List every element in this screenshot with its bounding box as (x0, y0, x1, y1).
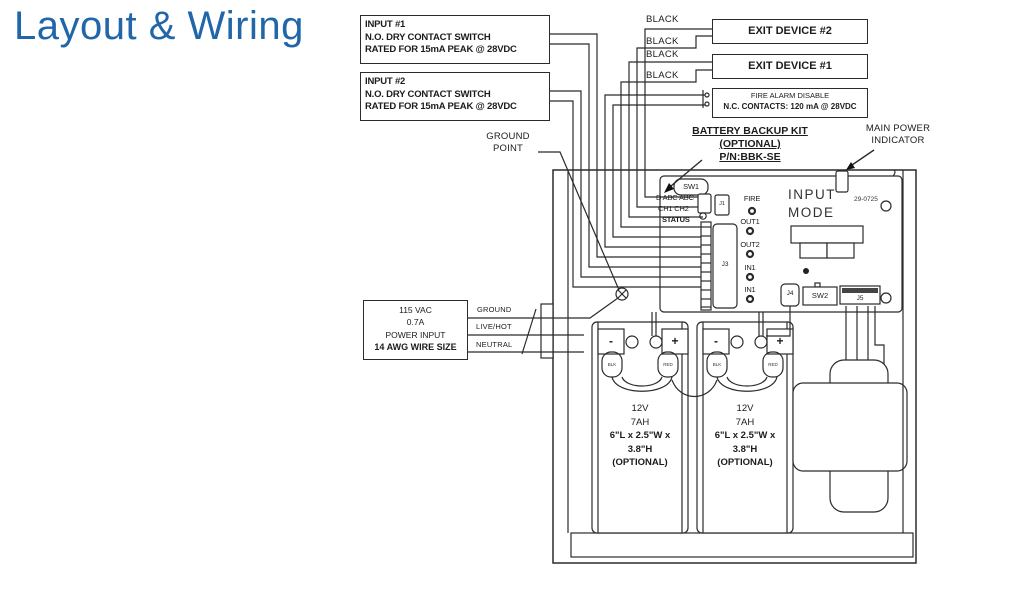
pwr-line3: POWER INPUT (385, 329, 446, 340)
battery2-capacity: 7AH (735, 416, 755, 428)
battery1-capacity: 7AH (630, 416, 650, 428)
wire-label-neutral: NEUTRAL (476, 340, 513, 349)
battery1-optional: (OPTIONAL) (612, 457, 668, 468)
board-j1-label: J1 (719, 201, 725, 207)
nc-contact-symbol (702, 90, 710, 108)
gpt-line2: POINT (492, 143, 524, 155)
battery2-spec-text: 12V 7AH 6"L x 2.5"W x 3.8"H (OPTIONAL) (699, 402, 791, 470)
page-title: Layout & Wiring (14, 4, 304, 48)
power-input-box: 115 VAC 0.7A POWER INPUT 14 AWG WIRE SIZ… (363, 300, 468, 360)
battery-backup-kit-callout: BATTERY BACKUP KIT (OPTIONAL) P/N:BBK-SE (683, 125, 817, 164)
led-label-fire: FIRE (743, 194, 761, 203)
input-mode-line1: INPUT (788, 187, 836, 202)
wire-label-black-3: BLACK (646, 49, 679, 60)
wire-label-livehot: LIVE/HOT (476, 322, 512, 331)
board-matrix-row1: D ABC ABC (656, 193, 694, 202)
board-matrix-row2: CH1 CH2 (658, 204, 689, 213)
input-mode-line2: MODE (788, 204, 835, 220)
led-label-in1: IN1 (744, 263, 756, 272)
battery1-blk-label: BLK (607, 362, 617, 367)
fire-alarm-title: FIRE ALARM DISABLE (750, 91, 830, 100)
input1-desc: N.O. DRY CONTACT SWITCH (365, 31, 491, 43)
battery-leads (651, 306, 791, 397)
mpi-line1: MAIN POWER (865, 123, 931, 134)
pwr-line2: 0.7A (406, 317, 425, 328)
input1-rating: RATED FOR 15mA PEAK @ 28VDC (365, 44, 517, 56)
battery-2 (696, 321, 794, 534)
battery1-dims1: 6"L x 2.5"W x (609, 430, 671, 441)
bbk-line1: BATTERY BACKUP KIT (692, 125, 808, 137)
battery1-spec-text: 12V 7AH 6"L x 2.5"W x 3.8"H (OPTIONAL) (594, 402, 686, 470)
wire-label-black-1: BLACK (646, 14, 679, 25)
gpt-line1: GROUND (486, 131, 530, 142)
battery1-dims2: 3.8"H (627, 443, 653, 455)
battery2-pos-terminal-label: + (776, 334, 784, 348)
battery2-red-label: RED (768, 362, 778, 367)
exit-device-1-box: EXIT DEVICE #1 (712, 54, 868, 79)
battery1-voltage: 12V (631, 403, 649, 414)
input2-box: INPUT #2 N.O. DRY CONTACT SWITCH RATED F… (360, 72, 550, 121)
bbk-line2: (OPTIONAL) (719, 138, 781, 151)
battery-1 (591, 321, 689, 534)
battery2-optional: (OPTIONAL) (717, 457, 773, 468)
board-j4-label: J4 (786, 290, 794, 297)
ground-point-callout: GROUND POINT (479, 131, 537, 156)
transformer (792, 306, 908, 513)
led-label-out2: OUT2 (740, 240, 760, 249)
led-label-in2: IN1 (744, 285, 756, 294)
board-part-number: 29-0725 (854, 196, 878, 203)
battery1-neg-terminal-label: - (609, 334, 613, 348)
wire-label-black-4: BLACK (646, 70, 679, 81)
led-label-out1: OUT1 (740, 217, 760, 226)
fire-alarm-contacts: N.C. CONTACTS: 120 mA @ 28VDC (723, 101, 857, 111)
exit-device-1-label: EXIT DEVICE #1 (748, 60, 832, 72)
pwr-line1: 115 VAC (399, 305, 432, 315)
board-sw1-label: SW1 (683, 182, 699, 191)
wire-label-black-2: BLACK (646, 36, 679, 47)
bbk-line3: P/N:BBK-SE (719, 151, 781, 164)
mpi-line2: INDICATOR (871, 135, 925, 147)
callout-arrows (664, 149, 875, 193)
pwr-line4: 14 AWG WIRE SIZE (374, 341, 457, 352)
board-matrix-row3: STATUS (662, 215, 690, 224)
input1-box: INPUT #1 N.O. DRY CONTACT SWITCH RATED F… (360, 15, 550, 64)
battery1-pos-terminal-label: + (671, 334, 679, 348)
field-wires (538, 28, 712, 288)
ac-power-wires (468, 297, 619, 359)
board-j5-label: J5 (856, 295, 864, 302)
battery1-red-label: RED (663, 362, 673, 367)
input-mode-label: INPUT MODE (788, 186, 836, 221)
input2-title: INPUT #2 (365, 76, 406, 87)
input2-rating: RATED FOR 15mA PEAK @ 28VDC (365, 101, 517, 113)
battery2-neg-terminal-label: - (714, 334, 718, 348)
fire-alarm-disable-box: FIRE ALARM DISABLE N.C. CONTACTS: 120 mA… (712, 88, 868, 118)
battery2-voltage: 12V (736, 403, 754, 414)
board-components (673, 170, 892, 311)
exit-device-2-label: EXIT DEVICE #2 (748, 25, 832, 37)
exit-device-2-box: EXIT DEVICE #2 (712, 19, 868, 44)
battery2-dims1: 6"L x 2.5"W x (714, 430, 776, 441)
battery2-blk-label: BLK (712, 362, 722, 367)
input1-title: INPUT #1 (365, 19, 406, 30)
wire-label-ground: GROUND (477, 305, 512, 314)
ground-point-screw (538, 151, 629, 301)
battery2-dims2: 3.8"H (732, 443, 758, 455)
board-j3-label: J3 (721, 261, 729, 268)
input2-desc: N.O. DRY CONTACT SWITCH (365, 88, 491, 100)
board-sw2-label: SW2 (811, 291, 829, 300)
main-power-indicator-callout: MAIN POWER INDICATOR (858, 123, 938, 148)
